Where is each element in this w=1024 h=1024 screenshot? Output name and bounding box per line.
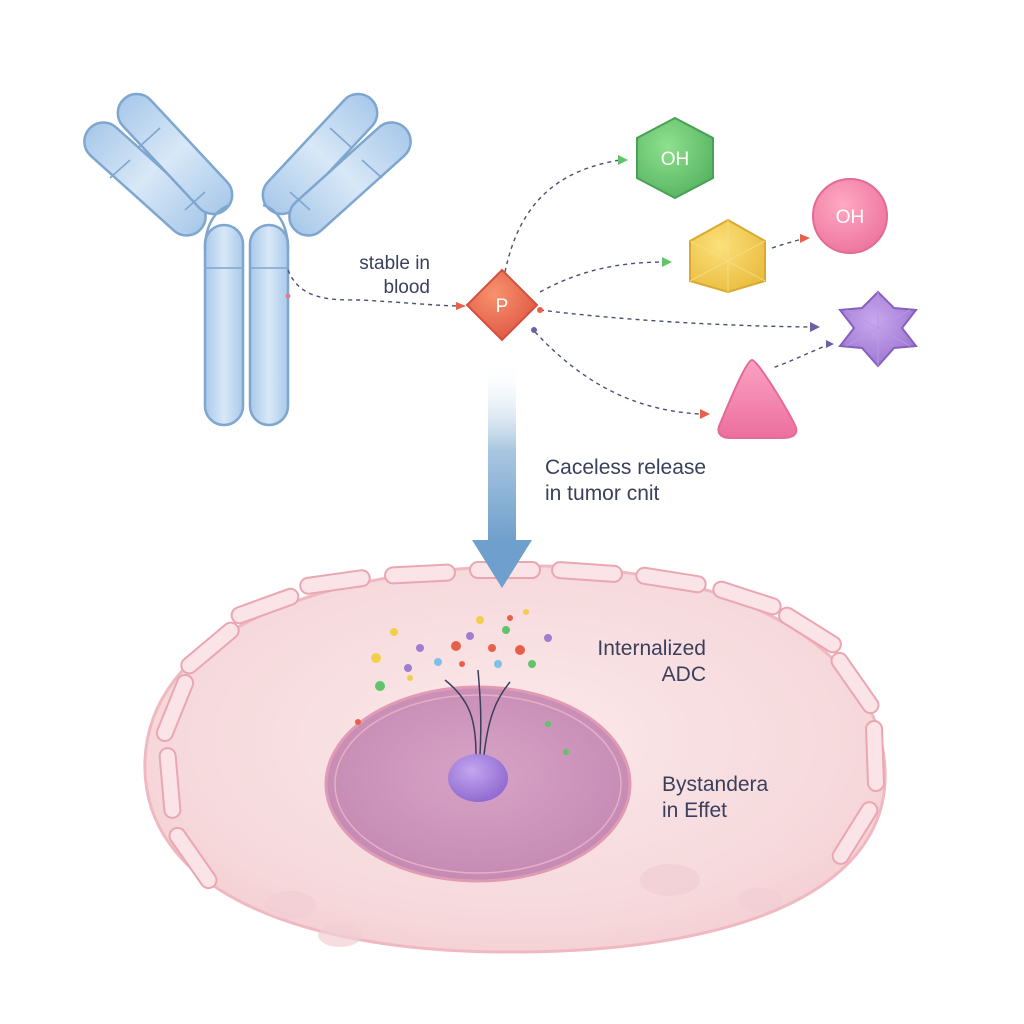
connector-linker-purple [539,309,813,328]
connector-yellow-pink [771,237,805,249]
linker-p-icon: P [465,268,539,342]
cell-membrane [155,561,885,890]
stable-in-blood-label: stable in blood [340,252,430,300]
stable-line-2: blood [383,277,431,298]
release-line-2: in tumor cnit [545,482,660,505]
stable-line-1: stable in [359,253,430,274]
internalized-line-1: Internalized [597,637,706,660]
green-payload-label: OH [661,149,690,170]
pink-payload-circle: OH [812,178,888,254]
tumor-cell [143,561,887,954]
cell-texture [264,864,782,947]
internalized-adc-label: Internalized ADC [574,636,706,688]
pink-payload-triangle [717,358,798,439]
bystander-effect-label: Bystandera in Effet [662,772,768,824]
connector-linker-green [504,159,621,273]
connector-antibody-linker [287,269,461,307]
down-arrow-icon [472,360,532,588]
purple-payload-star [838,290,918,368]
connector-purple-triangle [771,343,831,369]
linker-label: P [496,296,509,317]
payload-spray-lines [444,669,511,756]
release-line-1: Caceless release [545,456,707,479]
connector-linker-yellow [539,261,666,293]
payload-particles [355,609,569,755]
pink-payload-label: OH [836,207,865,228]
connector-lines [287,159,831,415]
nucleolus [448,754,508,802]
bystander-line-1: Bystandera [662,773,769,796]
green-payload-hexagon: OH [636,116,714,200]
bystander-line-2: in Effet [662,799,727,822]
connector-linker-triangle [534,331,701,415]
yellow-payload-hexagon [689,218,766,294]
connector-arrowheads [285,155,834,419]
antibody-y-icon [83,92,412,427]
internalized-line-2: ADC [661,663,706,686]
release-label: Caceless release in tumor cnit [545,455,706,507]
